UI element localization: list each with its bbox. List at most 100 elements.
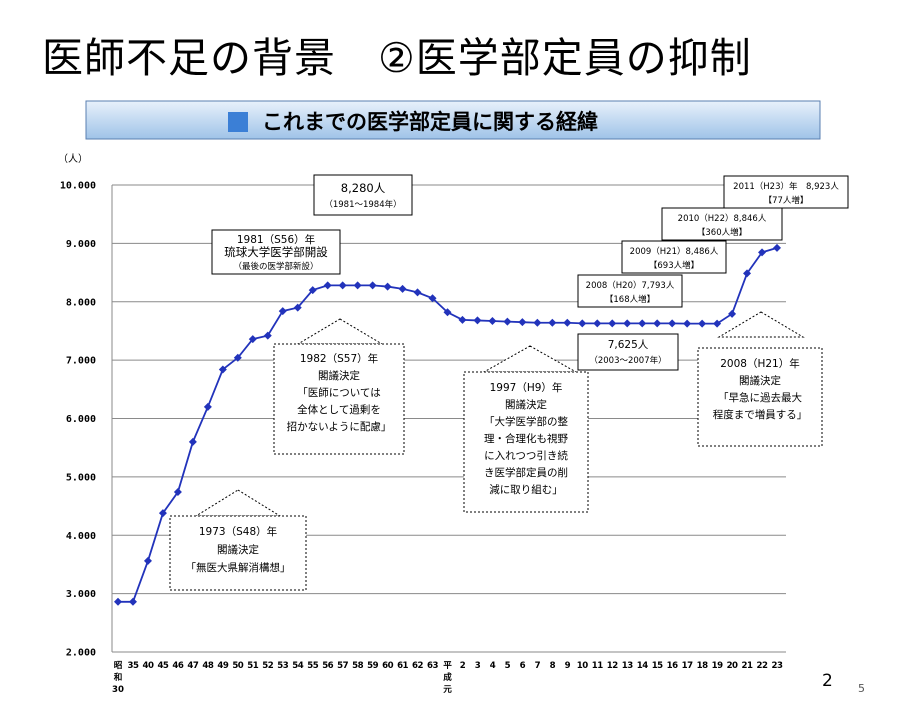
chart-title: これまでの医学部定員に関する経緯 [262, 110, 598, 134]
y-tick-label: 3.000 [66, 589, 96, 600]
x-tick-label: 16 [667, 661, 678, 671]
data-point [488, 317, 497, 326]
series-line [114, 243, 781, 606]
annotation-text: 2010（H22）8,846人【360人増】 [678, 213, 767, 238]
data-point [233, 353, 242, 362]
annotation-arrow [194, 489, 282, 517]
data-point [203, 402, 212, 411]
x-tick-label: 8 [550, 661, 556, 671]
x-tick-label: 49 [217, 661, 228, 671]
data-point [608, 319, 617, 328]
annotation-text: 2011（H23）年 8,923人【77人増】 [733, 181, 839, 206]
annotation-text: 1981（S56）年琉球大学医学部開設（最後の医学部新設） [224, 233, 328, 272]
x-tick-label: 35 [127, 661, 138, 671]
page-number: 5 [858, 682, 865, 695]
annotation-box [313, 174, 413, 216]
data-point [128, 597, 137, 606]
annotation-arrow [296, 318, 384, 345]
x-tick-label: 23 [772, 661, 783, 671]
y-tick-label: 8.000 [66, 297, 96, 308]
data-point [698, 319, 707, 328]
x-tick-label: 50 [232, 661, 243, 671]
data-point [773, 243, 781, 252]
x-tick-label: 56 [322, 661, 333, 671]
data-point [503, 317, 512, 326]
data-point [278, 307, 287, 316]
data-point [428, 294, 437, 303]
x-tick-label: 5 [505, 661, 511, 671]
annotation-box [697, 347, 823, 447]
x-tick-label: 61 [397, 661, 408, 671]
x-tick-label: 21 [742, 661, 753, 671]
annotations: 8,280人（1981～1984年）1981（S56）年琉球大学医学部開設（最後… [169, 174, 849, 591]
x-tick-label: 12 [607, 661, 618, 671]
data-point [518, 318, 527, 327]
data-point [173, 488, 182, 497]
x-tick-label: 2 [460, 661, 466, 671]
annotation-box [577, 333, 679, 371]
annotation-box [169, 515, 307, 591]
annotation-box [577, 274, 683, 308]
data-point [593, 319, 602, 328]
annotation-text: 2009（H21）8,486人【693人増】 [630, 246, 719, 271]
data-point [143, 556, 152, 565]
data-point [323, 281, 332, 290]
x-tick-label: 62 [412, 661, 423, 671]
data-point [188, 437, 197, 446]
x-tick-label: 59 [367, 661, 378, 671]
x-tick-label: 19 [712, 661, 723, 671]
x-tick-label: 40 [142, 661, 153, 671]
x-tick-label: 58 [352, 661, 363, 671]
x-tick-label: 7 [535, 661, 541, 671]
y-tick-label: 4.000 [66, 531, 96, 542]
data-point [218, 365, 227, 374]
slide-number: 2 [822, 671, 833, 691]
annotation-text: 2008（H21）年閣議決定「早急に過去最大程度まで増員する」 [713, 357, 808, 421]
annotation-text: 1997（H9）年閣議決定「大学医学部の整理・合理化も視野に入れつつ引き続き医学… [484, 381, 568, 496]
annotation-box [661, 207, 783, 241]
x-tick-label: 15 [652, 661, 663, 671]
data-point [728, 309, 737, 318]
x-tick-label: 57 [337, 661, 348, 671]
chart-title-banner: これまでの医学部定員に関する経緯 [85, 100, 821, 140]
x-tick-label: 52 [262, 661, 273, 671]
data-point [338, 281, 347, 290]
data-point [158, 509, 167, 518]
y-tick-labels: 2.0003.0004.0005.0006.0007.0008.0009.000… [60, 181, 96, 659]
annotation-box [723, 175, 849, 209]
x-tick-label: 11 [592, 661, 603, 671]
data-point [368, 281, 377, 290]
data-point [758, 248, 767, 257]
data-point [353, 281, 362, 290]
annotation-box [211, 229, 341, 275]
y-tick-label: 9.000 [66, 239, 96, 250]
y-tick-label: 6.000 [66, 414, 96, 425]
data-point [668, 319, 677, 328]
slide-title: 医師不足の背景 ②医学部定員の抑制 [42, 34, 752, 82]
x-tick-label: 48 [202, 661, 213, 671]
x-tick-label: 53 [277, 661, 288, 671]
data-point [653, 319, 662, 328]
x-tick-label: 13 [622, 661, 633, 671]
x-tick-label: 54 [292, 661, 303, 671]
data-point [293, 303, 302, 312]
x-tick-label: 22 [757, 661, 768, 671]
x-tick-label: 14 [637, 661, 648, 671]
data-point [458, 315, 467, 324]
data-point [443, 308, 452, 317]
x-tick-label: 60 [382, 661, 393, 671]
data-point [473, 316, 482, 325]
x-tick-label: 3 [475, 661, 481, 671]
data-point [563, 318, 572, 327]
y-tick-label: 7.000 [66, 356, 96, 367]
data-point [623, 319, 632, 328]
x-tick-label: 10 [577, 661, 588, 671]
data-point [683, 319, 692, 328]
x-tick-label: 平成元 [443, 660, 452, 695]
data-point [533, 318, 542, 327]
data-point [248, 335, 257, 344]
annotation-text: 7,625人（2003～2007年） [589, 339, 666, 366]
